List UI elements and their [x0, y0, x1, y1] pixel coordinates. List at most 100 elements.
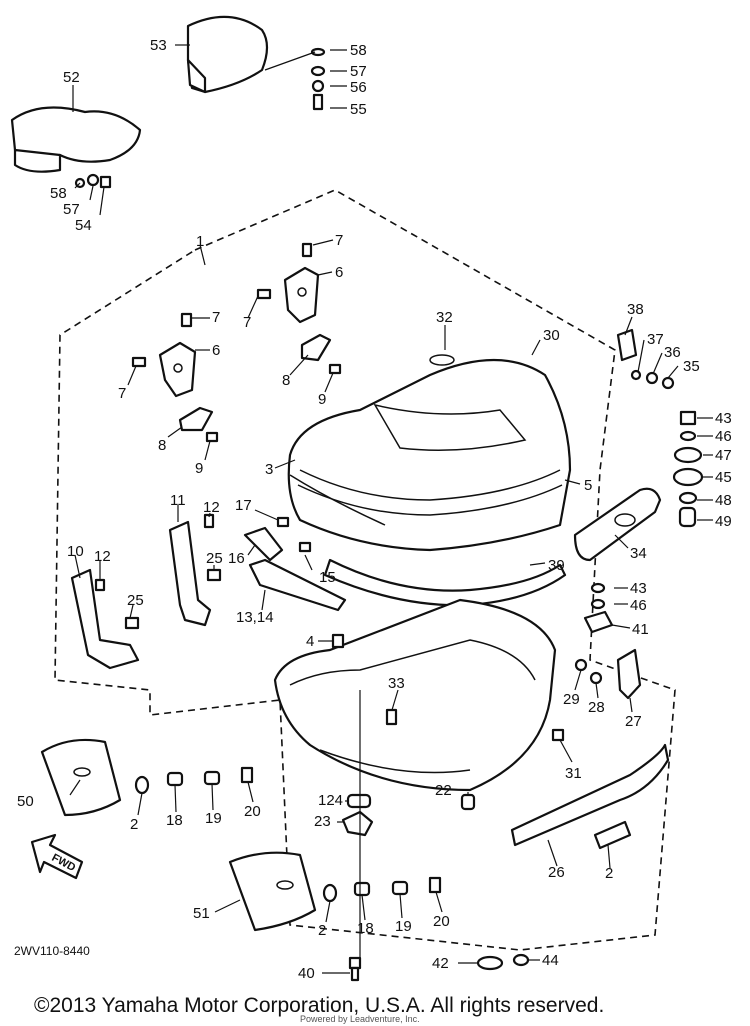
label-43: 43	[715, 410, 732, 427]
label-35: 35	[683, 358, 700, 375]
label-18: 18	[166, 812, 183, 829]
label-11: 11	[170, 492, 186, 509]
backrest-cushion-52	[10, 106, 142, 173]
label-6: 6	[335, 264, 343, 281]
label-30: 30	[543, 327, 560, 344]
label-58: 58	[350, 42, 367, 59]
label-52: 52	[63, 69, 80, 86]
bracket-6-lower	[131, 312, 197, 398]
bolt-40	[348, 956, 362, 982]
label-41: 41	[632, 621, 649, 638]
label-2: 2	[318, 922, 326, 939]
part-31	[551, 728, 565, 742]
part-33	[385, 708, 398, 726]
label-44: 44	[542, 952, 559, 969]
bracket-8-upper	[300, 333, 342, 375]
reflector-50	[40, 738, 122, 817]
label-28: 28	[588, 699, 605, 716]
label-46: 46	[715, 428, 732, 445]
leader-lines	[69, 44, 713, 974]
label-12: 12	[203, 499, 220, 516]
label-2: 2	[605, 865, 613, 882]
label-36: 36	[664, 344, 681, 361]
label-26: 26	[548, 864, 565, 881]
bracket-8-lower	[178, 406, 219, 443]
label-124: 124	[318, 792, 343, 809]
label-7: 7	[335, 232, 343, 249]
strap-bracket-11	[168, 513, 222, 627]
label-8: 8	[282, 372, 290, 389]
label-32: 32	[436, 309, 453, 326]
label-5: 5	[584, 477, 592, 494]
hinge-38	[616, 328, 675, 390]
label-42: 42	[432, 955, 449, 972]
label-50: 50	[17, 793, 34, 810]
label-57: 57	[63, 201, 80, 218]
assembly-boundary	[54, 189, 676, 951]
lock-hardware-43-49	[672, 410, 704, 528]
part-2-right	[593, 820, 632, 850]
label-39: 39	[548, 557, 565, 574]
part-22	[460, 793, 476, 811]
label-7: 7	[243, 314, 251, 331]
label-53: 53	[150, 37, 167, 54]
label-34: 34	[630, 545, 647, 562]
label-58: 58	[50, 185, 67, 202]
powered-by-text: Powered by Leadventure, Inc.	[300, 1014, 420, 1024]
case-lid-3	[287, 354, 572, 552]
label-33: 33	[388, 675, 405, 692]
label-49: 49	[715, 513, 732, 530]
label-22: 22	[435, 782, 452, 799]
reflector-51	[228, 851, 317, 932]
label-43: 43	[630, 580, 647, 597]
hardware-stack-54-58	[74, 173, 112, 189]
label-31: 31	[565, 765, 582, 782]
fwd-arrow-icon: FWD	[30, 833, 84, 880]
label-55: 55	[350, 101, 367, 118]
bracket-6-upper	[256, 242, 320, 324]
strap-bracket-10	[70, 568, 140, 670]
label-20: 20	[244, 803, 261, 820]
hardware-43-46-41	[583, 582, 614, 634]
label-51: 51	[193, 905, 210, 922]
hardware-row-upper	[134, 766, 254, 795]
label-15: 15	[319, 569, 336, 586]
label-25: 25	[127, 592, 144, 609]
part-4	[331, 633, 345, 649]
label-12: 12	[94, 548, 111, 565]
part-code: 2WV110-8440	[14, 944, 90, 958]
part-42	[476, 955, 504, 971]
label-25: 25	[206, 550, 223, 567]
part-44	[512, 953, 530, 967]
label-19: 19	[395, 918, 412, 935]
label-46: 46	[630, 597, 647, 614]
label-40: 40	[298, 965, 315, 982]
hardware-stack-55-58	[264, 47, 326, 111]
copyright-text: ©2013 Yamaha Motor Corporation, U.S.A. A…	[34, 994, 604, 1017]
label-17: 17	[235, 497, 252, 514]
label-8: 8	[158, 437, 166, 454]
label-54: 54	[75, 217, 92, 234]
label-57: 57	[350, 63, 367, 80]
label-3: 3	[265, 461, 273, 478]
case-body-lower	[273, 598, 557, 792]
label-18: 18	[357, 920, 374, 937]
label-19: 19	[205, 810, 222, 827]
label-37: 37	[647, 331, 664, 348]
backrest-pad-53	[186, 15, 269, 94]
label-13-14: 13,14	[236, 609, 274, 626]
trim-strip-26	[510, 743, 670, 847]
lock-23-124	[341, 793, 374, 837]
label-48: 48	[715, 492, 732, 509]
label-6: 6	[212, 342, 220, 359]
label-20: 20	[433, 913, 450, 930]
label-7: 7	[118, 385, 126, 402]
label-38: 38	[627, 301, 644, 318]
bracket-13-14-16	[243, 516, 347, 612]
label-4: 4	[306, 633, 314, 650]
label-29: 29	[563, 691, 580, 708]
label-27: 27	[625, 713, 642, 730]
carry-handle-34	[573, 487, 662, 562]
label-56: 56	[350, 79, 367, 96]
